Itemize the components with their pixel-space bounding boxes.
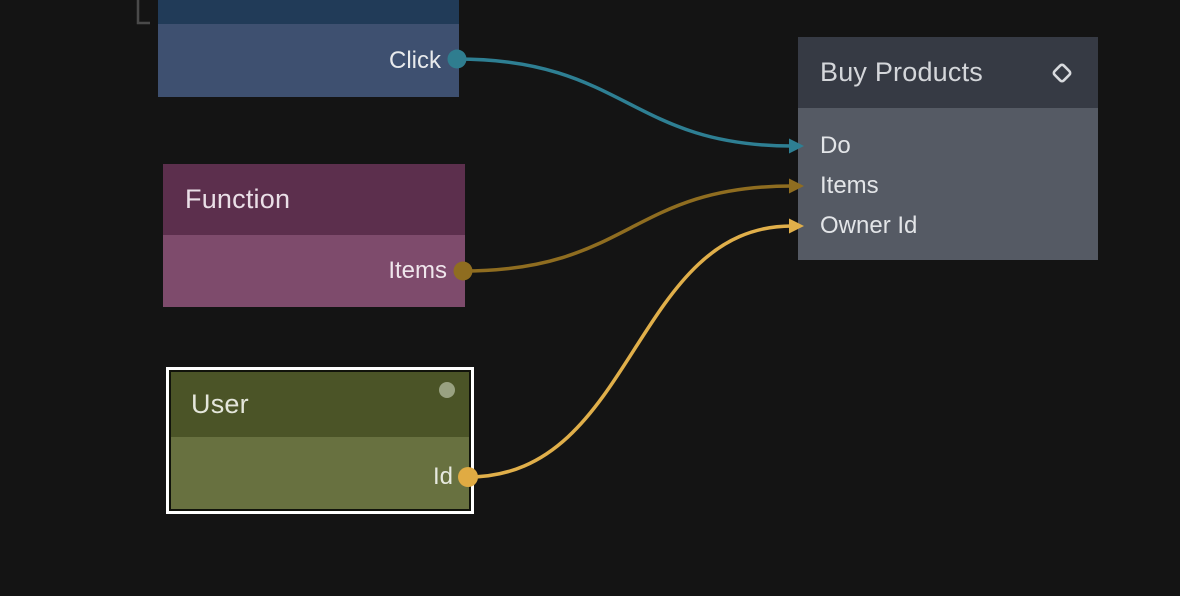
function-node-header[interactable]: Function <box>163 164 465 235</box>
buy-products-input-owner-id[interactable]: Owner Id <box>798 206 1098 246</box>
connection-id-to-owner-id[interactable] <box>466 224 794 479</box>
user-output-port-row[interactable]: Id <box>171 437 469 509</box>
click-output-port-label: Click <box>389 46 441 74</box>
function-output-port-row[interactable]: Items <box>163 235 465 307</box>
user-output-port-label: Id <box>432 463 453 490</box>
function-output-port-label: Items <box>388 257 447 284</box>
buy-products-input-do[interactable]: Do <box>798 126 1098 166</box>
click-output-port-row[interactable]: Click <box>158 24 459 97</box>
function-node[interactable]: Function Items <box>163 164 465 307</box>
click-node-header[interactable] <box>158 0 459 24</box>
user-node-header[interactable]: User <box>171 372 469 437</box>
diamond-icon-shape <box>1052 63 1072 82</box>
click-node[interactable]: Click <box>158 0 459 97</box>
buy-products-node-title: Buy Products <box>820 57 983 87</box>
buy-products-node-body: Do Items Owner Id <box>798 108 1098 260</box>
user-node-title: User <box>191 389 249 419</box>
click-node-body: Click <box>158 24 459 97</box>
user-node[interactable]: User Id <box>171 372 469 509</box>
diamond-icon[interactable] <box>1048 59 1076 87</box>
buy-products-input-owner-id-label: Owner Id <box>820 212 918 239</box>
function-node-body: Items <box>163 235 465 307</box>
buy-products-input-do-label: Do <box>820 132 851 159</box>
user-node-body: Id <box>171 437 469 509</box>
buy-products-node-header[interactable]: Buy Products <box>798 37 1098 108</box>
function-node-title: Function <box>185 184 291 214</box>
buy-products-input-items-label: Items <box>820 172 879 199</box>
buy-products-input-items[interactable]: Items <box>798 166 1098 206</box>
connection-items-to-items[interactable] <box>461 184 794 273</box>
user-node-selection-outline: User Id <box>166 367 474 514</box>
frame-corner-bracket <box>136 0 150 25</box>
buy-products-node[interactable]: Buy Products Do Items Owner Id <box>798 37 1098 260</box>
connection-click-to-do[interactable] <box>455 57 794 148</box>
